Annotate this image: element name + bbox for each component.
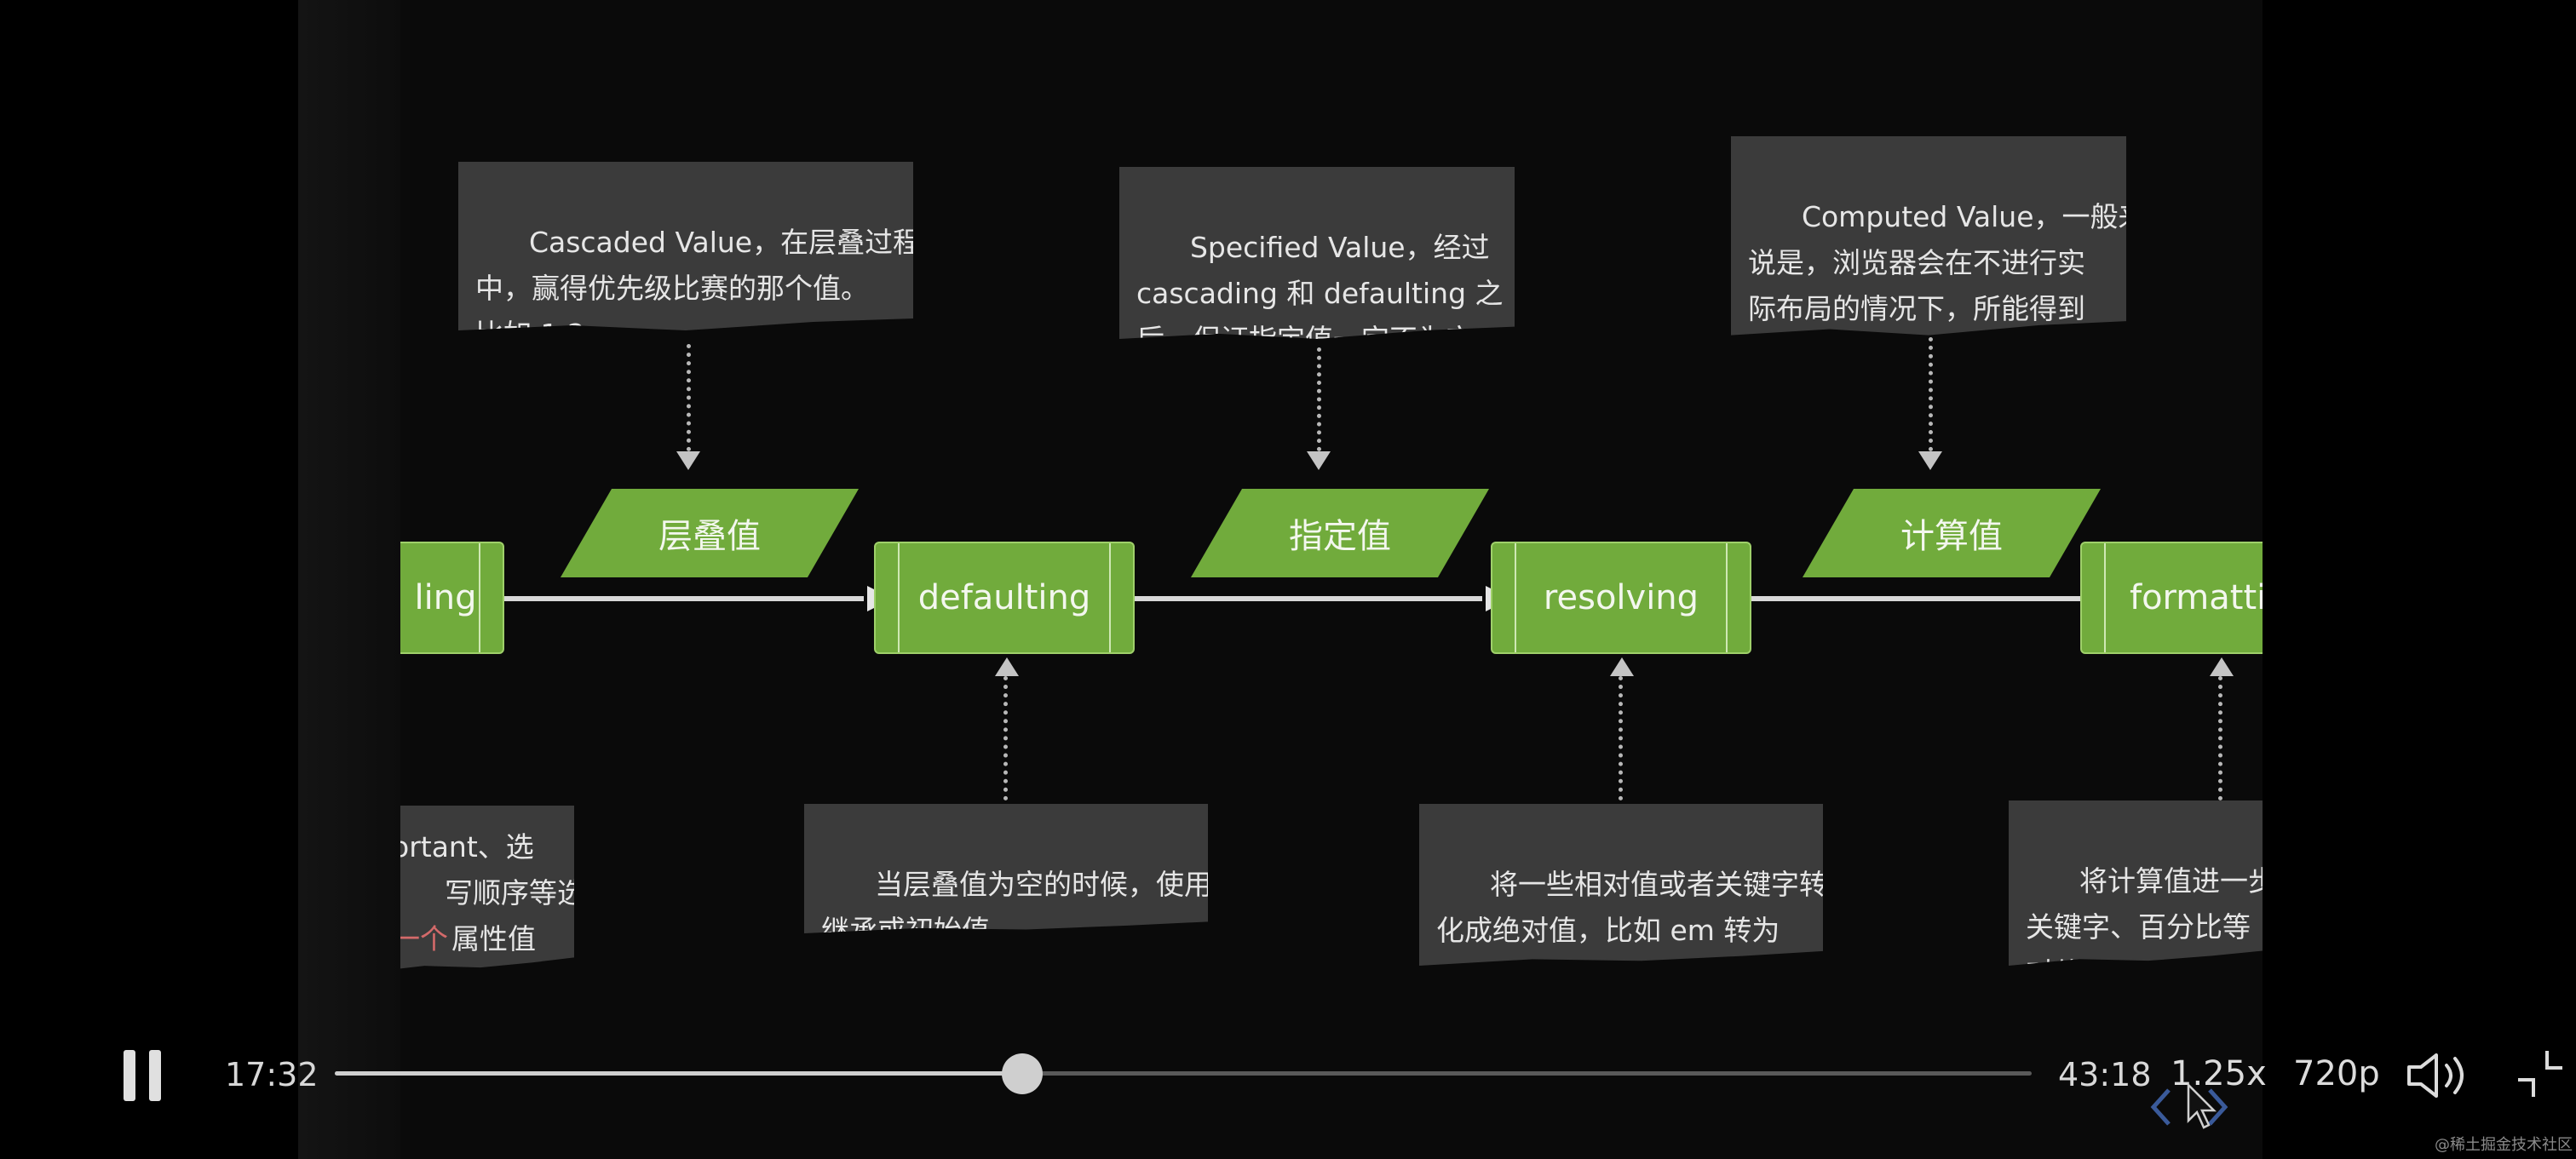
process-defaulting: defaulting <box>874 542 1135 654</box>
pause-icon <box>124 1050 135 1101</box>
playback-speed-button[interactable]: 1.25x <box>2171 1054 2267 1093</box>
note-cascaded-value: Cascaded Value，在层叠过程 中，赢得优先级比赛的那个值。 比如 1… <box>458 162 913 330</box>
value-computed: 计算值 <box>1802 489 2102 577</box>
seek-progress <box>335 1071 1022 1076</box>
flow-arrow <box>1751 596 2082 601</box>
current-time: 17:32 <box>225 1056 319 1093</box>
arrow-up-icon <box>2210 657 2234 676</box>
seek-thumb[interactable] <box>1001 1053 1043 1094</box>
note-computed-value: Computed Value，一般来 说是，浏览器会在不进行实 际布局的情况下，… <box>1731 136 2126 336</box>
flow-arrow <box>1135 596 1482 601</box>
arrow-down-icon <box>676 451 700 470</box>
pause-button[interactable] <box>124 1050 163 1101</box>
arrow-up-icon <box>995 657 1019 676</box>
value-specified: 指定值 <box>1190 489 1490 577</box>
note-resolving: 将一些相对值或者关键字转 化成绝对值，比如 em 转为 px，相对路径转为绝对路… <box>1419 804 1823 966</box>
note-cascading: ortant、选写顺序等选一个属性值 <box>400 806 574 973</box>
note-defaulting: 当层叠值为空的时候，使用 继承或初始值 <box>804 804 1208 933</box>
watermark: @稀土掘金技术社区 <box>2435 1136 2573 1154</box>
value-cascaded: 层叠值 <box>560 489 860 577</box>
arrow-down-icon <box>1307 451 1331 470</box>
note-specified-value: Specified Value，经过 cascading 和 defaultin… <box>1119 167 1515 339</box>
process-resolving: resolving <box>1491 542 1751 654</box>
note-formatting: 将计算值进一步转 关键字、百分比等 对值 <box>2009 800 2263 966</box>
chevron-nav-icon <box>2150 1088 2228 1126</box>
arrow-up-icon <box>1610 657 1634 676</box>
process-formatting: formatti <box>2080 542 2263 654</box>
mouse-cursor-icon <box>2187 1083 2217 1129</box>
volume-icon[interactable] <box>2404 1050 2472 1101</box>
duration: 43:18 <box>2058 1056 2152 1093</box>
slide-diagram: ling defaulting resolving formatti 层叠值 指… <box>400 0 2263 1159</box>
exit-fullscreen-icon[interactable] <box>2515 1047 2566 1100</box>
quality-button[interactable]: 720p <box>2293 1054 2380 1093</box>
process-cascading: ling <box>400 542 504 654</box>
arrow-down-icon <box>1918 451 1942 470</box>
seek-bar[interactable] <box>335 1071 2032 1076</box>
flow-arrow <box>503 596 864 601</box>
